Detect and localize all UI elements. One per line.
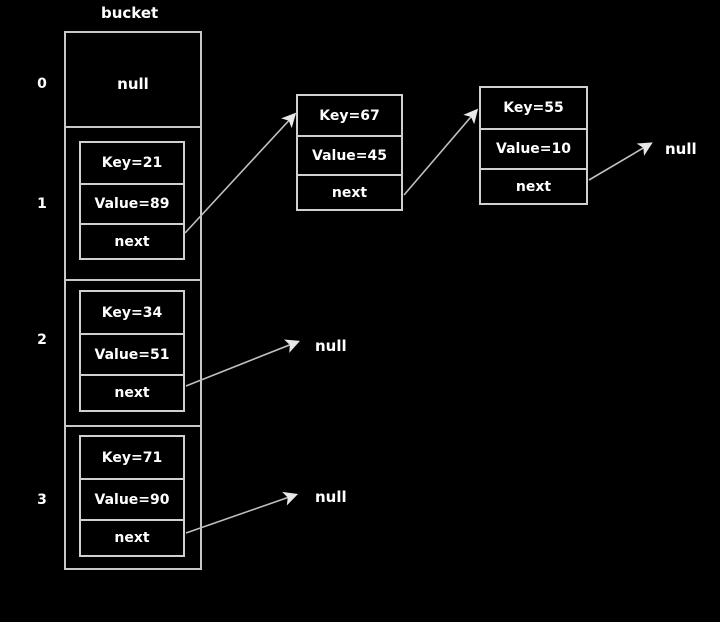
null-terminator-chain: null	[665, 140, 697, 158]
node-key: Key=67	[319, 107, 380, 124]
node-value: Value=45	[298, 135, 401, 174]
arrow-key67-to-key55	[403, 108, 479, 196]
node-value: Value=10	[481, 128, 586, 168]
node-bucket-1: Key=21 Value=89 next	[79, 141, 185, 260]
node-chain-1: Key=67 Value=45 next	[296, 94, 403, 211]
bucket-index-3: 3	[37, 492, 47, 508]
node-key: Key=71	[101, 449, 163, 466]
node-key: Key=55	[503, 100, 564, 116]
bucket-divider-0-1	[66, 126, 200, 128]
null-terminator-bucket-3: null	[315, 488, 347, 506]
bucket-array: null	[64, 31, 202, 570]
null-terminator-bucket-2: null	[315, 337, 347, 355]
node-value: Value=90	[81, 478, 183, 519]
node-value: Value=51	[81, 333, 183, 374]
node-next: next	[81, 374, 183, 410]
bucket-array-title: bucket	[101, 4, 159, 22]
node-key: Key=34	[101, 304, 163, 321]
bucket-divider-1-2	[66, 279, 200, 281]
node-next: next	[81, 223, 183, 258]
bucket-cell-0-null: null	[117, 75, 149, 93]
node-next: next	[81, 519, 183, 555]
node-next: next	[481, 168, 586, 203]
bucket-index-0: 0	[37, 76, 47, 92]
arrow-bucket3-to-null	[185, 491, 299, 534]
node-chain-2: Key=55 Value=10 next	[479, 86, 588, 205]
node-key: Key=21	[101, 155, 163, 171]
node-bucket-3: Key=71 Value=90 next	[79, 435, 185, 557]
bucket-index-1: 1	[37, 196, 47, 212]
arrow-bucket2-to-null	[185, 339, 300, 387]
arrow-key55-to-null	[588, 142, 653, 181]
node-bucket-2: Key=34 Value=51 next	[79, 290, 185, 412]
node-next: next	[298, 174, 401, 209]
bucket-index-2: 2	[37, 332, 47, 348]
bucket-divider-2-3	[66, 425, 200, 427]
node-value: Value=89	[81, 183, 183, 223]
